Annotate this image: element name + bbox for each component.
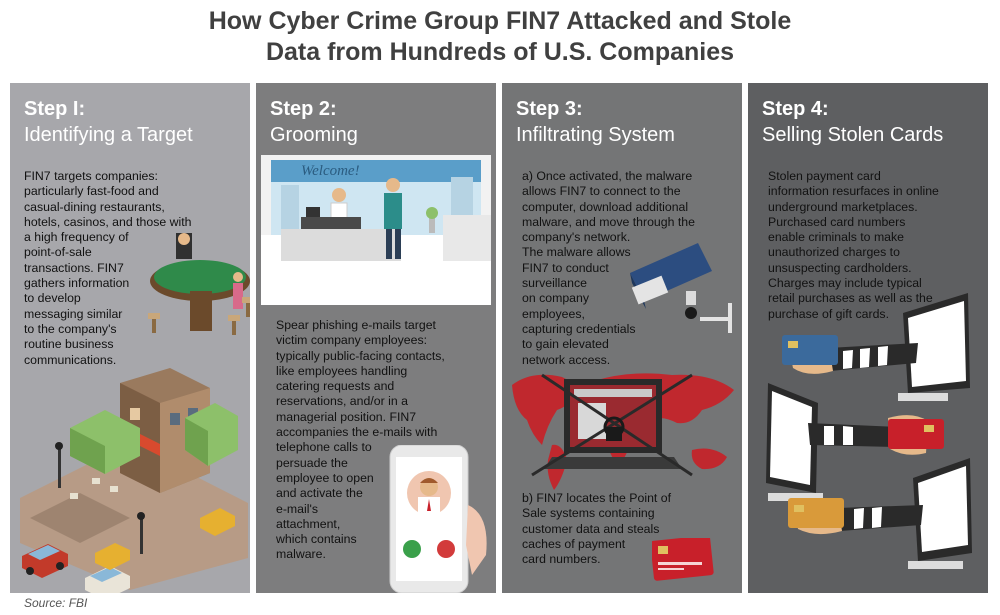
casino-table-illustration [148, 233, 250, 335]
step-3-heading: Infiltrating System [516, 124, 675, 146]
step-2-heading: Grooming [270, 124, 358, 146]
step-2-label: Step 2: [270, 98, 337, 120]
smartphone-call-illustration [389, 445, 487, 593]
step-1-text: FIN7 targets companies: particularly fas… [24, 169, 192, 367]
hotel-reception-illustration: Welcome! [261, 155, 491, 305]
restaurant-street-illustration [20, 368, 248, 593]
step-1-heading: Identifying a Target [24, 124, 193, 146]
welcome-sign: Welcome! [301, 163, 360, 179]
infographic-title: How Cyber Crime Group FIN7 Attacked and … [0, 6, 1000, 68]
step-3-panel: Step 3: Infiltrating System a) Once acti… [502, 83, 742, 593]
step-4-panel: Step 4: Selling Stolen Cards Stolen paym… [748, 83, 988, 593]
title-line-1: How Cyber Crime Group FIN7 Attacked and … [208, 7, 792, 35]
title-line-2: Data from Hundreds of U.S. Companies [265, 38, 735, 66]
step-4-heading: Selling Stolen Cards [762, 124, 944, 146]
step-1-panel: Step I: Identifying a Target FIN7 target… [10, 83, 250, 593]
world-map-laptop-illustration [512, 373, 734, 490]
credit-card-icon [652, 538, 714, 581]
step-3-label: Step 3: [516, 98, 583, 120]
step-3-text-a: a) Once activated, the malware allows FI… [522, 169, 695, 367]
step-2-panel: Step 2: Grooming Welcome! Spear phishing… [256, 83, 496, 593]
step-4-text: Stolen payment card information resurfac… [768, 169, 939, 321]
stolen-cards-illustration [766, 293, 972, 569]
step-4-label: Step 4: [762, 98, 829, 120]
step-1-label: Step I: [24, 98, 86, 120]
step-3-text-b: b) FIN7 locates the Point of Sale system… [522, 491, 672, 567]
surveillance-camera-icon [630, 243, 732, 333]
step-2-text: Spear phishing e-mails target victim com… [276, 318, 445, 562]
source-caption: Source: FBI [24, 596, 88, 610]
